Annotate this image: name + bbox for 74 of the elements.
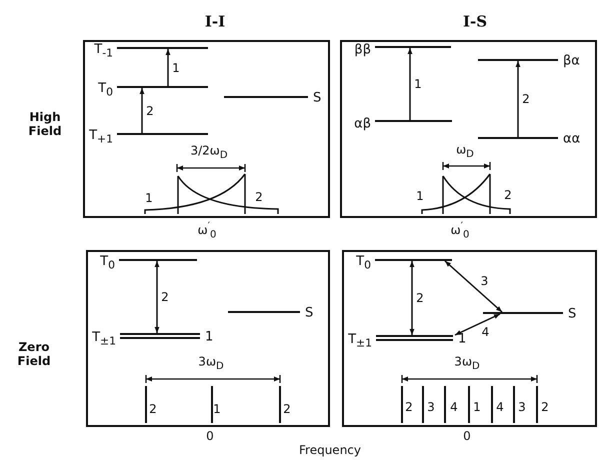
text-label: ω$_{D}$ <box>456 144 474 160</box>
column-heading: I-I <box>204 13 226 31</box>
text-label: 3 <box>518 401 526 415</box>
text-label: 2 <box>541 401 549 415</box>
text-label: 3 <box>427 401 435 415</box>
text-label: 4 <box>496 401 504 415</box>
level-label: ββ <box>354 44 371 56</box>
text-label: 1 <box>473 401 481 415</box>
transition-arrow <box>516 61 520 137</box>
edge-label: 3 <box>480 274 490 286</box>
row-heading: Zero Field <box>16 341 52 369</box>
text-label: 1 <box>145 192 153 206</box>
transition-arrow <box>140 88 144 133</box>
energy-level-line <box>117 86 208 88</box>
text-label: 1 <box>213 403 221 417</box>
energy-level-line <box>375 46 451 48</box>
energy-level-line <box>228 311 300 313</box>
edge-label: 2 <box>160 291 170 303</box>
plot-panel <box>83 40 330 218</box>
column-heading: I-S <box>462 13 488 31</box>
edge-label: 1 <box>171 62 181 74</box>
level-label: T$_{-1}$ <box>94 42 113 60</box>
level-label: βα <box>563 54 580 68</box>
edge-label: 2 <box>145 104 155 116</box>
text-label: 3ω$_{D}$ <box>198 356 224 372</box>
double-energy-level-line <box>376 335 453 341</box>
edge-label: 2 <box>415 292 425 304</box>
level-label: αβ <box>354 118 371 130</box>
level-label: S <box>313 92 322 104</box>
level-label: T$_{±1}$ <box>348 332 372 350</box>
text-label: 2 <box>405 401 413 415</box>
level-label: T$_{+1}$ <box>89 128 113 146</box>
level-label: T$_{0}$ <box>98 82 113 98</box>
energy-level-line <box>483 312 563 314</box>
text-label: 2 <box>283 403 291 417</box>
energy-level-line <box>117 133 208 135</box>
transition-arrow <box>444 260 502 313</box>
plot-panel <box>86 250 330 427</box>
edge-label: 2 <box>521 93 531 105</box>
level-label: S <box>568 308 576 320</box>
row-heading: High Field <box>27 111 63 139</box>
transition-arrow <box>408 48 412 120</box>
level-label: T$_{0}$ <box>356 254 371 272</box>
text-label: 3ω$_{D}$ <box>454 356 480 372</box>
transition-arrow <box>154 261 160 333</box>
energy-level-line <box>375 120 452 122</box>
edge-label: 4 <box>480 326 490 338</box>
text-label: Frequency <box>299 444 361 458</box>
plot-panel <box>340 40 597 218</box>
text-label: 2 <box>149 403 157 417</box>
energy-level-line <box>478 137 558 139</box>
text-label: 2 <box>504 189 512 203</box>
energy-level-line <box>119 259 197 261</box>
text-label: 0 <box>206 430 214 444</box>
text-label: 3/2ω$_{D}$ <box>190 144 228 162</box>
level-label: T$_{0}$ <box>100 254 115 272</box>
plot-panel <box>342 250 597 427</box>
text-label: 1 <box>416 190 424 204</box>
transition-arrow <box>166 49 170 86</box>
level-label: S <box>305 306 314 320</box>
energy-level-line <box>478 59 558 61</box>
level-label: 1 <box>205 330 214 344</box>
energy-level-line <box>117 47 208 49</box>
text-label: 0 <box>463 430 471 444</box>
text-label: 2 <box>255 191 263 205</box>
text-label: 4 <box>450 401 458 415</box>
level-label: αα <box>563 132 580 146</box>
energy-level-line <box>224 96 308 98</box>
energy-level-line <box>375 259 452 261</box>
transition-arrow <box>454 313 500 336</box>
transition-arrow <box>410 261 414 335</box>
double-energy-level-line <box>120 333 200 339</box>
edge-label: 1 <box>413 78 423 90</box>
level-label: T$_{±1}$ <box>92 330 116 348</box>
